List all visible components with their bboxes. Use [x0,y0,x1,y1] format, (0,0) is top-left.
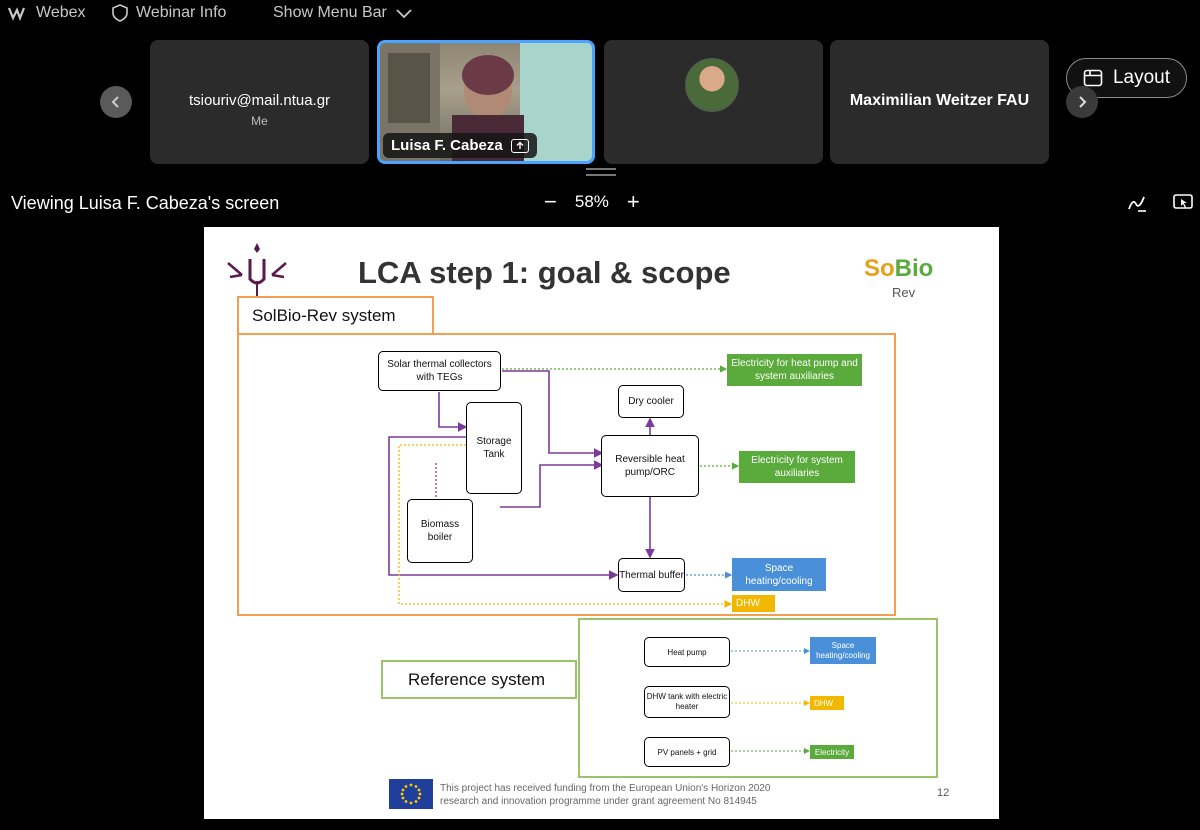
layout-icon [1083,69,1103,87]
output-electricity-system: Electricity for system auxiliaries [739,451,855,483]
chevron-right-icon [1079,96,1087,108]
remote-control-button[interactable] [1172,192,1194,219]
funding-line-2: research and innovation programme under … [440,796,757,807]
webex-menu[interactable]: Webex [8,4,86,22]
participant-name: Luisa F. Cabeza [391,137,503,154]
funding-notice: This project has received funding from t… [440,782,770,808]
ref-electricity: Electricity [810,745,854,759]
logo-sol: So [864,255,895,282]
ref-heat-pump: Heat pump [644,637,730,667]
layout-label: Layout [1112,67,1171,88]
node-storage-tank: Storage Tank [466,402,522,494]
ref-pv-panels: PV panels + grid [644,737,730,767]
output-dhw: DHW [732,595,775,612]
slide-page-number: 12 [937,787,950,799]
participant-tile-video[interactable]: Luisa F. Cabeza [377,40,595,164]
app-name: Webex [36,4,86,21]
output-space-heating: Space heating/cooling [732,558,826,591]
shared-screen-slide: LCA step 1: goal & scope SoBio Rev [204,227,999,819]
chevron-left-icon [111,96,119,108]
participant-tile-maximilian[interactable]: Maximilian Weitzer FAU [830,40,1049,164]
avatar [685,58,739,112]
menu-bar: Webex Webinar Info Show Menu Bar [0,0,1200,30]
node-solar-collectors: Solar thermal collectors with TEGs [378,351,501,391]
logo-rev: Rev [892,285,916,300]
screen-share-icon [510,138,529,153]
participant-tile-self[interactable]: tsiouriv@mail.ntua.gr Me [150,40,369,164]
resize-handle[interactable] [586,168,616,176]
reference-system-label: Reference system [408,663,545,696]
node-biomass-boiler: Biomass boiler [407,499,473,563]
solbio-logo: SoBio Rev [864,255,934,300]
participant-me-label: Me [251,114,268,128]
output-electricity-heat-pump: Electricity for heat pump and system aux… [727,354,862,386]
previous-participants-button[interactable] [100,86,132,118]
zoom-out-button[interactable]: − [544,189,557,214]
participant-name: tsiouriv@mail.ntua.gr [188,92,331,109]
remote-screen-icon [1173,194,1193,209]
webinar-info-menu[interactable]: Webinar Info [112,4,226,22]
webex-icon [8,5,28,21]
show-menu-bar-label: Show Menu Bar [273,4,387,21]
ref-space-heating: Space heating/cooling [810,637,876,664]
ref-dhw-tank: DHW tank with electric heater [644,686,730,718]
webinar-info-label: Webinar Info [136,4,227,21]
annotate-button[interactable] [1126,192,1148,219]
solbio-system-label: SolBio-Rev system [252,299,396,332]
slide-title: LCA step 1: goal & scope [358,255,731,290]
node-heat-pump-orc: Reversible heat pump/ORC [601,435,699,497]
zoom-controls: − 58% + [544,189,640,214]
next-participants-button[interactable] [1066,86,1098,118]
viewing-label: Viewing Luisa F. Cabeza's screen [11,193,280,213]
participant-tile-avatar[interactable] [604,40,823,164]
participant-name: Maximilian Weitzer FAU [849,92,1030,109]
eu-flag-icon [389,779,433,809]
funding-line-1: This project has received funding from t… [440,783,771,794]
zoom-level: 58% [574,192,609,211]
chevron-down-icon [395,7,413,19]
logo-bio: Bio [894,255,934,282]
participant-video-label: Luisa F. Cabeza [383,133,537,158]
node-dry-cooler: Dry cooler [618,385,684,418]
pen-icon [1128,196,1146,212]
show-menu-bar-toggle[interactable]: Show Menu Bar [273,4,413,22]
shield-icon [112,4,128,22]
ref-dhw: DHW [810,696,844,710]
university-logo [227,243,287,296]
node-thermal-buffer: Thermal buffer [618,558,685,592]
zoom-in-button[interactable]: + [626,189,640,214]
